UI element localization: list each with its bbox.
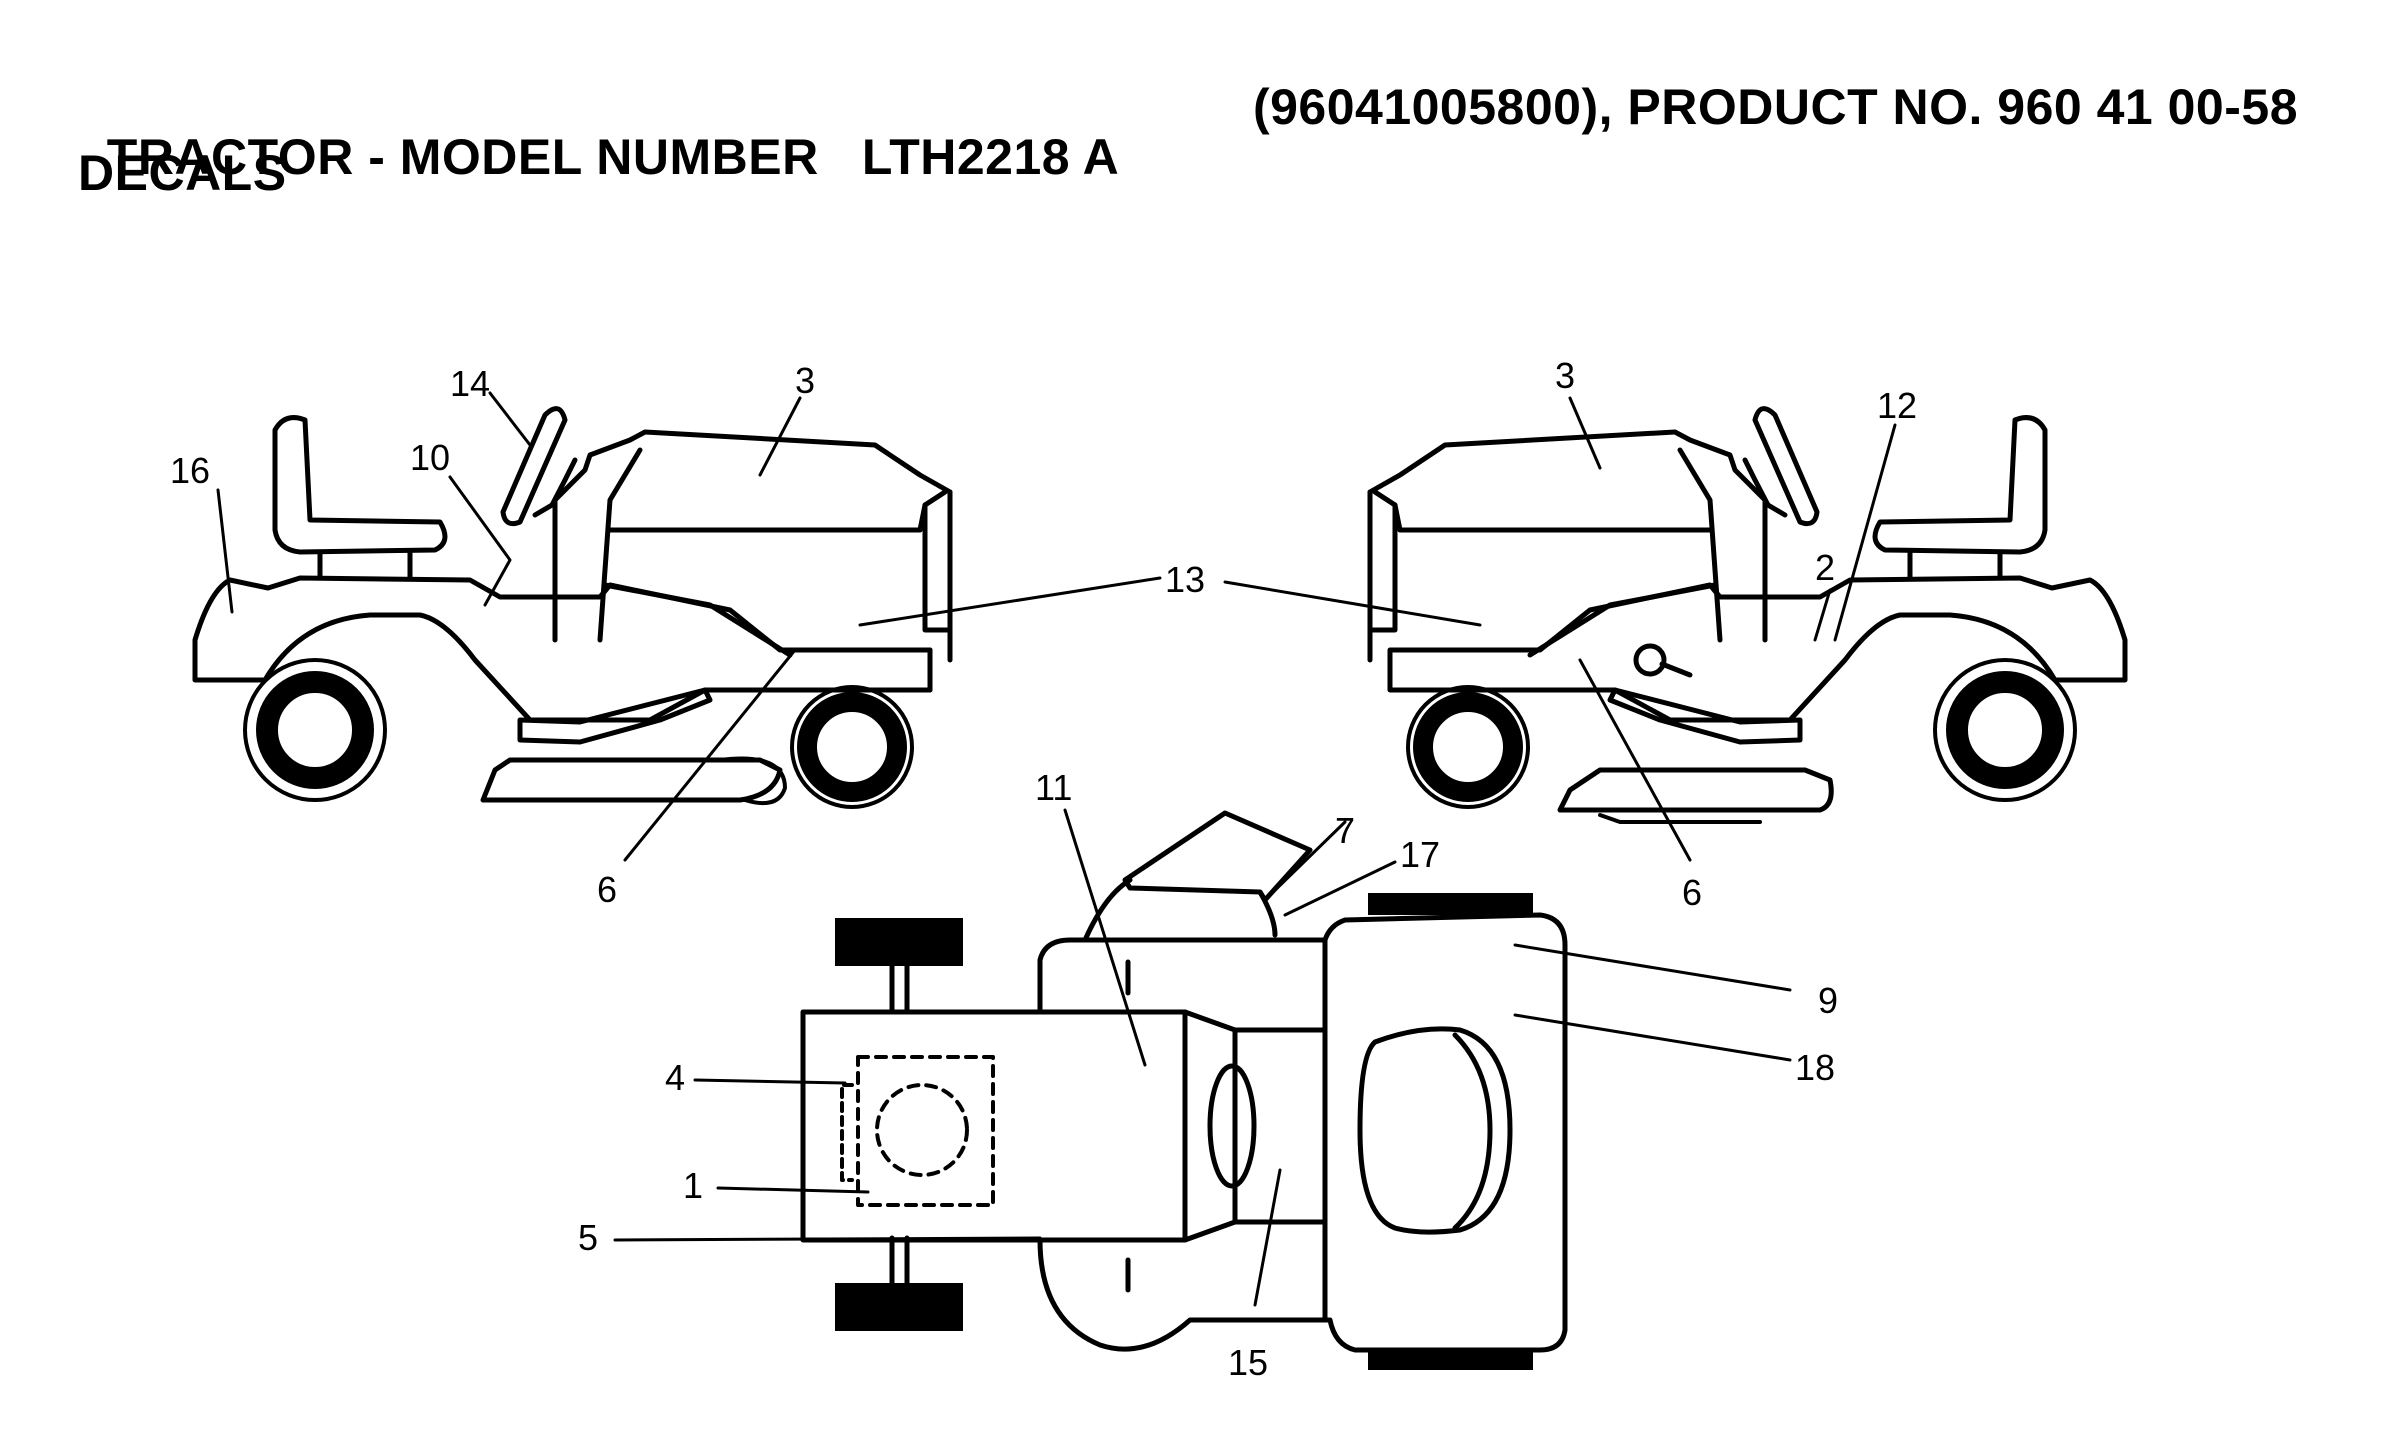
- steering-wheel: [1752, 406, 1820, 527]
- callout-12: 12: [1877, 385, 1917, 426]
- footrest: [1607, 687, 1803, 745]
- callout-2: 2: [1815, 547, 1835, 588]
- rear-tire-top: [1368, 893, 1533, 915]
- callout-9: 9: [1818, 980, 1838, 1021]
- callout-6-right: 6: [1682, 872, 1702, 913]
- seat-post: [1907, 549, 2003, 581]
- title-model: TRACTOR - MODEL NUMBER LTH2218 A: [106, 129, 1120, 185]
- footrest: [517, 687, 713, 745]
- leader-lines: [216, 391, 1897, 1307]
- grille: [1367, 489, 1398, 633]
- callout-labels: 14 3 16 10 13 6 3 12 2 6 11 7 17 9 18 4 …: [170, 355, 1917, 1383]
- hood-seam: [607, 489, 948, 533]
- callout-17: 17: [1400, 834, 1440, 875]
- key-stem: [1659, 661, 1693, 678]
- steering-column: [1742, 457, 1788, 518]
- callout-3-right: 3: [1555, 355, 1575, 396]
- callout-1: 1: [683, 1165, 703, 1206]
- callout-3-left: 3: [795, 360, 815, 401]
- steering-wheel-top: [1122, 810, 1313, 903]
- chassis-top: [1037, 912, 1568, 1353]
- callout-7: 7: [1335, 810, 1355, 851]
- callout-11: 11: [1035, 767, 1072, 808]
- rear-fender: [1387, 575, 2128, 723]
- gas-cap-oval: [1207, 1063, 1257, 1189]
- callout-6-left: 6: [597, 869, 617, 910]
- hood-decal-side: [840, 1083, 854, 1182]
- seat-top: [1357, 1026, 1513, 1235]
- grille: [922, 489, 953, 633]
- callout-18: 18: [1795, 1047, 1835, 1088]
- front-tire-bottom: [835, 1283, 963, 1331]
- page-title: TRACTOR - MODEL NUMBER LTH2218 A (960410…: [78, 82, 2298, 232]
- side-panel-line: [1527, 582, 1718, 658]
- rear-wheel: [256, 671, 374, 789]
- hood-decal-circle: [875, 1083, 969, 1177]
- rear-wheel: [1946, 671, 2064, 789]
- callout-10: 10: [410, 437, 450, 478]
- hood-outline: [552, 429, 953, 663]
- front-axle: [889, 963, 910, 1286]
- mower-deck: [480, 757, 783, 803]
- dash-top: [1082, 877, 1278, 943]
- rear-tire-outline: [1933, 658, 2077, 802]
- title-product: (96041005800), PRODUCT NO. 960 41 00-58: [1252, 79, 2298, 135]
- callout-5: 5: [578, 1217, 598, 1258]
- front-wheel: [797, 692, 907, 802]
- steering-column: [532, 457, 578, 518]
- front-tire-outline: [1406, 685, 1530, 809]
- rear-tire-bottom: [1368, 1348, 1533, 1370]
- deck-edge: [1598, 813, 1762, 824]
- callout-15: 15: [1228, 1342, 1268, 1383]
- tractor-left-view: [192, 406, 953, 809]
- callout-13: 13: [1165, 559, 1205, 600]
- dash-panel: [597, 447, 643, 643]
- seat: [1872, 415, 2048, 555]
- hood-outline: [1367, 429, 1768, 663]
- front-wheel: [1413, 692, 1523, 802]
- seat-post: [317, 549, 413, 581]
- side-panel-line: [602, 582, 793, 658]
- mower-deck: [1557, 767, 1834, 813]
- hood-decal-outline: [856, 1055, 995, 1207]
- rear-tire-outline: [243, 658, 387, 802]
- callout-14-left: 14: [450, 363, 490, 404]
- callout-16: 16: [170, 450, 210, 491]
- tractor-right-view: [1367, 406, 2128, 824]
- seat: [272, 415, 448, 555]
- rear-fender: [192, 575, 933, 723]
- hood-seam: [1372, 489, 1713, 533]
- front-tire-outline: [790, 685, 914, 809]
- tractor-top-view: [800, 810, 1568, 1370]
- steering-wheel: [500, 406, 568, 527]
- dash-panel: [1677, 447, 1723, 643]
- callout-4: 4: [665, 1057, 685, 1098]
- key-icon: [1633, 643, 1667, 677]
- hood-top: [800, 1009, 1188, 1243]
- deck-chute: [718, 756, 787, 805]
- seat-back: [1452, 1032, 1493, 1231]
- page-subtitle: DECALS: [78, 145, 287, 201]
- front-tire-top: [835, 918, 963, 966]
